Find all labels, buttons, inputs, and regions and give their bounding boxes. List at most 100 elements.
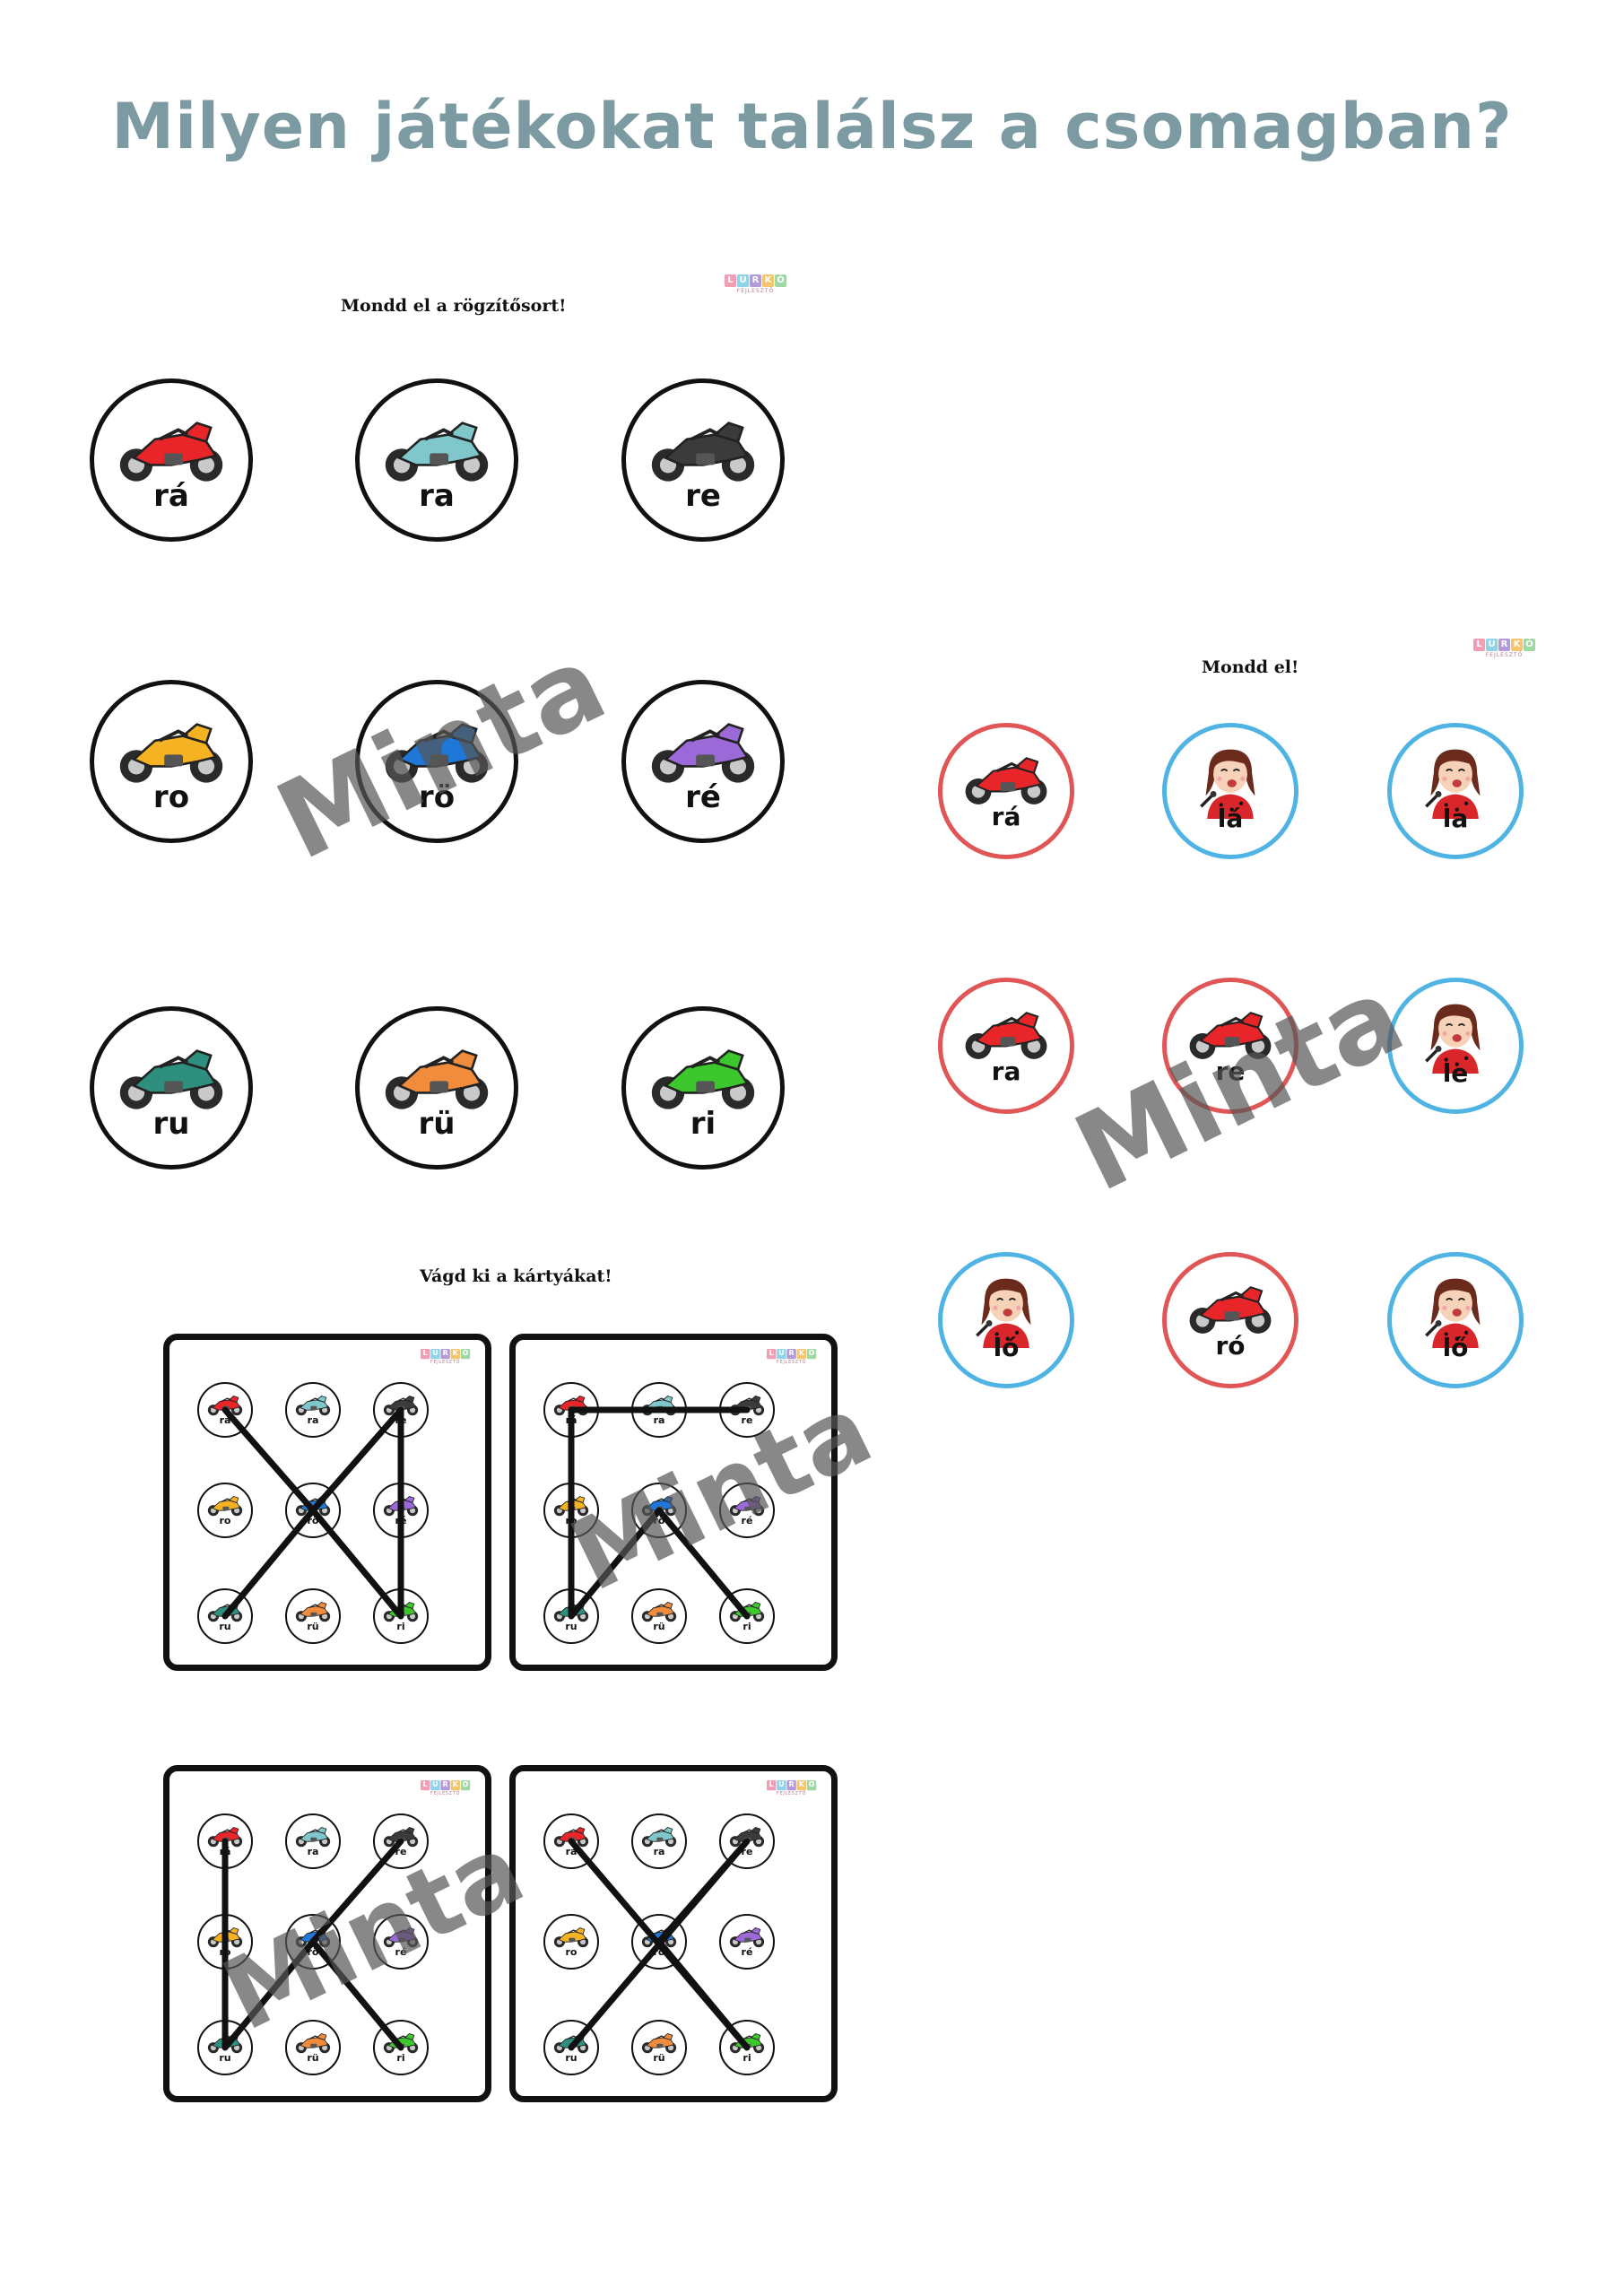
motorcycle-icon	[383, 1926, 419, 1948]
girl-syllable-card: lő	[1387, 1252, 1524, 1388]
mini-motorcycle-card: rö	[285, 1914, 341, 1970]
motorcycle-icon	[965, 1012, 1047, 1059]
mini-syllable-label: rö	[307, 1515, 319, 1526]
mini-syllable-label: ri	[743, 2052, 751, 2064]
motorcycle-icon	[641, 2032, 677, 2054]
mini-motorcycle-card: ri	[719, 2020, 775, 2075]
girl-syllable-card: lá	[1162, 723, 1298, 859]
logo-letter: Ó	[1524, 639, 1535, 651]
logo-letter: L	[421, 1349, 430, 1360]
logo-letter: K	[450, 1780, 460, 1791]
motorcycle-icon	[729, 1826, 765, 1848]
logo-subtitle: FEJLESZTŐ	[430, 1360, 461, 1365]
logo-letter: L	[767, 1780, 777, 1791]
motorcycle-icon	[729, 1926, 765, 1948]
mini-motorcycle-card: rá	[197, 1382, 253, 1438]
logo-letter: K	[1511, 639, 1523, 651]
logo-letter: U	[1486, 639, 1498, 651]
logo-letter: R	[786, 1349, 796, 1360]
motorcycle-icon	[119, 422, 223, 482]
mini-syllable-label: rü	[307, 2052, 319, 2064]
mini-motorcycle-card: ri	[719, 1588, 775, 1644]
mini-motorcycle-card: ru	[197, 2020, 253, 2075]
motorcycle-icon	[729, 1395, 765, 1416]
motorcycle-icon	[119, 723, 223, 783]
logo-letter: U	[430, 1349, 440, 1360]
logo-letter: K	[450, 1349, 460, 1360]
mini-syllable-label: ri	[396, 2052, 405, 2064]
mini-motorcycle-card: ri	[373, 2020, 429, 2075]
mini-syllable-label: ru	[565, 2052, 578, 2064]
mini-motorcycle-card: rö	[631, 1483, 687, 1538]
syllable-label: ré	[685, 779, 721, 815]
mini-motorcycle-card: rü	[631, 1588, 687, 1644]
logo-letter: L	[725, 274, 736, 287]
logo-letter: U	[430, 1780, 440, 1791]
motorcycle-icon	[729, 1495, 765, 1517]
singing-girl-icon	[1425, 749, 1481, 819]
logo-letter: Ó	[806, 1349, 817, 1360]
motorcycle-icon	[207, 1826, 243, 1848]
mini-motorcycle-card: ru	[197, 1588, 253, 1644]
mini-syllable-label: ré	[741, 1946, 753, 1958]
mini-motorcycle-card: ru	[543, 2020, 599, 2075]
singing-girl-icon	[976, 1278, 1031, 1348]
motorcycle-syllable-card: ru	[90, 1006, 253, 1170]
mini-motorcycle-card: rü	[285, 2020, 341, 2075]
syllable-label: rá	[991, 802, 1021, 831]
mini-syllable-label: ré	[741, 1515, 753, 1526]
mini-motorcycle-card: ré	[719, 1914, 775, 1970]
motorcycle-syllable-card: rá	[938, 723, 1074, 859]
mini-syllable-label: re	[395, 1846, 407, 1857]
motorcycle-icon	[553, 2032, 589, 2054]
logo-letter: K	[796, 1780, 806, 1791]
mini-motorcycle-card: ri	[373, 1588, 429, 1644]
syllable-label: ra	[419, 478, 455, 514]
mini-syllable-label: rü	[653, 2052, 665, 2064]
mini-syllable-label: ré	[395, 1515, 407, 1526]
page-title: Milyen játékokat találsz a csomagban?	[111, 90, 1513, 163]
motorcycle-icon	[641, 1826, 677, 1848]
motorcycle-icon	[385, 723, 489, 783]
motorcycle-icon	[651, 723, 755, 783]
mini-motorcycle-card: rü	[631, 2020, 687, 2075]
motorcycle-syllable-card: ra	[355, 378, 518, 542]
motorcycle-icon	[729, 2032, 765, 2054]
motorcycle-syllable-card: ri	[621, 1006, 785, 1170]
mini-syllable-label: ro	[219, 1946, 231, 1958]
motorcycle-icon	[207, 2032, 243, 2054]
motorcycle-syllable-card: ro	[90, 680, 253, 843]
motorcycle-icon	[651, 422, 755, 482]
mini-syllable-label: ro	[219, 1515, 231, 1526]
motorcycle-icon	[295, 1495, 331, 1517]
motorcycle-icon	[553, 1495, 589, 1517]
motorcycle-icon	[553, 1601, 589, 1622]
logo-letter: R	[786, 1780, 796, 1791]
mini-motorcycle-card: ro	[543, 1483, 599, 1538]
mini-syllable-label: rá	[219, 1414, 231, 1426]
mini-motorcycle-card: re	[373, 1813, 429, 1869]
mini-syllable-label: rü	[307, 1621, 319, 1632]
mini-motorcycle-card: ré	[719, 1483, 775, 1538]
syllable-label: le	[1442, 1058, 1469, 1088]
logo-letter: R	[750, 274, 761, 287]
mini-syllable-label: ru	[219, 1621, 231, 1632]
syllable-label: rö	[418, 779, 456, 815]
logo-subtitle: FEJLESZTŐ	[736, 288, 775, 294]
mini-motorcycle-card: rá	[543, 1813, 599, 1869]
motorcycle-icon	[553, 1395, 589, 1416]
mini-syllable-label: rá	[565, 1846, 578, 1857]
mini-motorcycle-card: re	[719, 1382, 775, 1438]
sheet1-title: Mondd el a rögzítősort!	[341, 296, 567, 316]
logo-letter: U	[777, 1780, 786, 1791]
syllable-label: rü	[418, 1106, 456, 1142]
mini-syllable-label: rö	[653, 1515, 665, 1526]
motorcycle-icon	[385, 1049, 489, 1109]
motorcycle-icon	[295, 1395, 331, 1416]
